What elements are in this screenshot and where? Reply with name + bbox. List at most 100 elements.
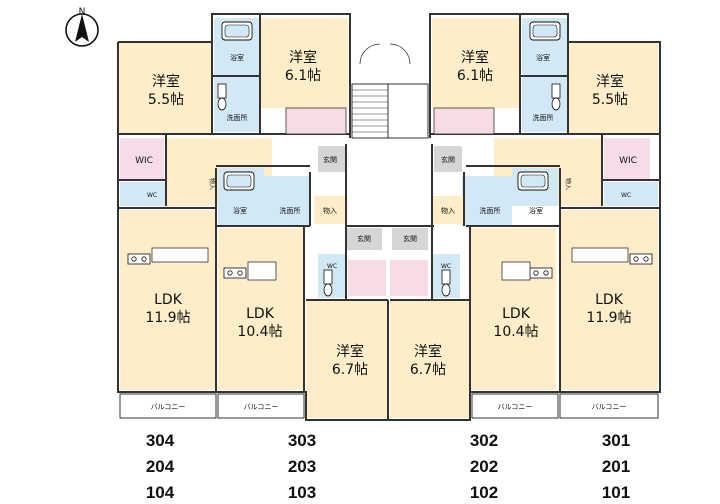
washroom-304b xyxy=(262,176,310,226)
room-size: 11.9帖 xyxy=(586,310,631,326)
stair-lower-right xyxy=(390,260,428,296)
room-western-67-right xyxy=(390,300,470,418)
bath-label: 浴室 xyxy=(529,206,543,215)
toilet-icon xyxy=(441,269,451,297)
room-name: LDK xyxy=(154,292,183,308)
balcony-303 xyxy=(217,393,305,419)
stove-icon xyxy=(127,253,151,265)
entrance-label: 玄関 xyxy=(403,234,417,243)
entrance-303 xyxy=(318,146,346,172)
balcony-label: バルコニー xyxy=(151,403,186,411)
wic-304 xyxy=(120,138,164,180)
toilet-icon xyxy=(217,83,227,111)
toilet-icon xyxy=(551,83,561,111)
room-western-304 xyxy=(118,42,212,134)
room-western-67-left xyxy=(306,300,388,418)
compass-label: N xyxy=(79,7,86,17)
wc-label: WC xyxy=(441,263,451,270)
room-ldk-301 xyxy=(560,210,658,390)
room-name: 洋室 xyxy=(461,49,489,66)
bath-label: 浴室 xyxy=(536,53,550,62)
wic-301 xyxy=(604,138,650,180)
washroom-304 xyxy=(218,204,264,226)
storage-302 xyxy=(432,196,464,224)
balcony-302 xyxy=(471,393,559,419)
toilet-icon xyxy=(323,269,333,297)
bath-label: 浴室 xyxy=(230,53,244,62)
entrance-label: 玄関 xyxy=(323,155,337,164)
walls xyxy=(117,13,661,421)
kitchen-counter xyxy=(571,247,629,263)
stove-icon xyxy=(629,253,653,265)
washroom-label: 洗面所 xyxy=(533,113,554,122)
room-size: 5.5帖 xyxy=(148,92,184,108)
washroom-label: 洗面所 xyxy=(227,113,248,122)
room-ldk-304 xyxy=(120,210,216,390)
bathtub-icon xyxy=(221,21,253,41)
unit-number: 301 xyxy=(602,431,630,450)
wc-301 xyxy=(604,182,658,206)
unit-number: 304 xyxy=(146,431,175,450)
balcony-label: バルコニー xyxy=(244,403,279,411)
room-name: 洋室 xyxy=(152,73,180,90)
storage-label: 物入 xyxy=(564,178,572,190)
unit-number: 303 xyxy=(288,431,316,450)
room-size: 6.1帖 xyxy=(457,68,493,84)
wic-label: WIC xyxy=(135,156,153,166)
bathtub-icon xyxy=(223,171,255,191)
unit-number: 202 xyxy=(470,457,498,476)
room-name: 洋室 xyxy=(414,343,442,360)
entrance-label: 玄関 xyxy=(357,234,371,243)
room-name: 洋室 xyxy=(336,343,364,360)
wc-label: WC xyxy=(147,192,157,199)
entrance-label: 玄関 xyxy=(441,155,455,164)
bath-label: 浴室 xyxy=(233,206,247,215)
room-size: 11.9帖 xyxy=(145,310,190,326)
unit-number: 103 xyxy=(288,483,316,502)
washroom-label: 洗面所 xyxy=(480,206,501,215)
room-ldk-302 xyxy=(470,228,556,390)
storage-label: 物入 xyxy=(441,206,455,215)
wc-label: WC xyxy=(621,192,631,199)
room-name: LDK xyxy=(246,306,275,322)
north-compass-icon: N xyxy=(65,7,99,47)
kitchen-counter xyxy=(501,261,531,281)
storage-label: 物入 xyxy=(208,178,216,190)
washroom-label: 洗面所 xyxy=(280,206,301,215)
room-name: 洋室 xyxy=(596,73,624,90)
room-name: 洋室 xyxy=(289,49,317,66)
entrance-302 xyxy=(434,146,462,172)
unit-number: 104 xyxy=(146,483,175,502)
unit-number: 203 xyxy=(288,457,316,476)
room-size: 6.1帖 xyxy=(285,68,321,84)
wc-304 xyxy=(120,182,172,206)
wc-label: WC xyxy=(327,263,337,270)
storage-303 xyxy=(314,196,346,224)
unit-number: 302 xyxy=(470,431,498,450)
stair-302 xyxy=(433,107,495,135)
storage-label: 物入 xyxy=(323,206,337,215)
balcony-label: バルコニー xyxy=(592,403,627,411)
room-size: 6.7帖 xyxy=(332,362,368,378)
unit-number: 101 xyxy=(602,483,630,502)
entrance-lower-left xyxy=(346,228,382,250)
kitchen-counter xyxy=(247,261,277,281)
entrance-lower-right xyxy=(392,228,428,250)
wic-label: WIC xyxy=(619,156,637,166)
room-size: 6.7帖 xyxy=(410,362,446,378)
room-name: LDK xyxy=(502,306,531,322)
room-western-301 xyxy=(568,42,658,134)
room-size: 10.4帖 xyxy=(493,324,538,340)
unit-number: 204 xyxy=(146,457,175,476)
room-size: 10.4帖 xyxy=(237,324,282,340)
balcony-label: バルコニー xyxy=(498,403,533,411)
stove-icon xyxy=(529,267,553,279)
room-western-302 xyxy=(432,18,520,108)
stairwell-top xyxy=(351,43,429,139)
stair-lower-left xyxy=(348,260,386,296)
stair-303 xyxy=(285,107,347,135)
kitchen-counter xyxy=(151,247,209,263)
stove-icon xyxy=(223,267,247,279)
balcony-304 xyxy=(119,393,217,419)
